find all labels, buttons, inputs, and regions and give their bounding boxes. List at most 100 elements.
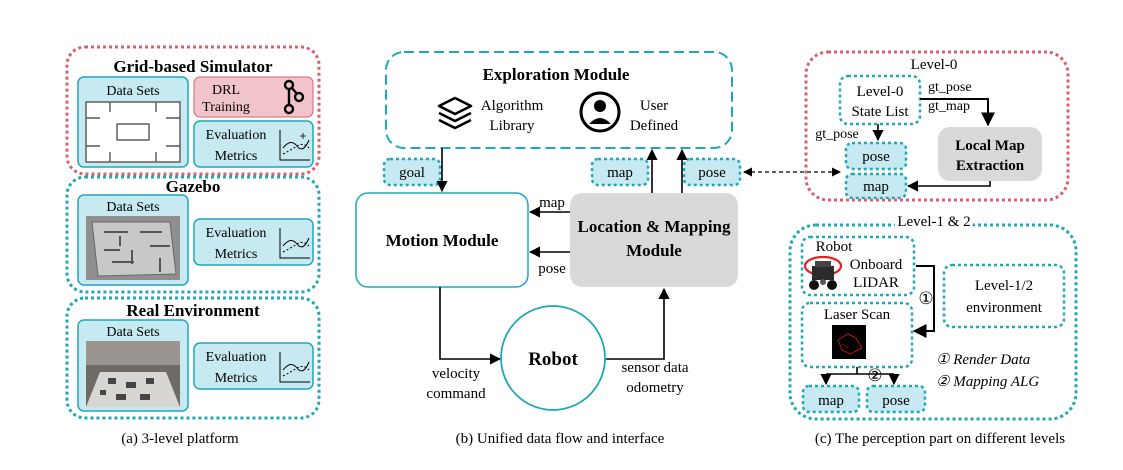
algo-line1: Algorithm <box>481 98 544 114</box>
network-icon <box>283 79 305 115</box>
env-line2: environment <box>966 300 1043 316</box>
state-line1: Level-0 <box>857 84 904 100</box>
pose-tag <box>682 157 742 187</box>
state-line2: State List <box>851 104 909 120</box>
arrow-pose-label: pose <box>538 261 566 277</box>
grid-eval-line2: Metrics <box>215 149 258 164</box>
goal-tag <box>382 157 442 187</box>
gazebo-eval-box <box>193 218 314 266</box>
level0-frame <box>804 50 1070 202</box>
gt-pose-left-label: gt_pose <box>815 127 859 142</box>
level0-title: Level-0 <box>911 57 958 73</box>
velocity-line2: command <box>426 386 486 402</box>
level12-robot-label: Robot <box>816 239 854 255</box>
metrics-chart-icon <box>279 130 310 161</box>
level12-map-label: map <box>818 393 844 409</box>
onboard-line2: LIDAR <box>853 275 899 291</box>
level0-pose-tag <box>844 141 908 171</box>
real-eval-box <box>193 342 314 390</box>
gt-arrow-to-lme <box>920 98 995 127</box>
gt-map-label: gt_map <box>928 99 970 114</box>
level0-pose-label: pose <box>862 149 890 165</box>
laser-scan-image <box>832 325 866 359</box>
real-room-photo <box>86 341 180 407</box>
gazebo-eval-line2: Metrics <box>215 247 258 262</box>
metrics-chart-icon-3 <box>279 352 310 383</box>
metrics-chart-icon-2 <box>279 228 310 259</box>
gt-pose-top-label: gt_pose <box>928 80 972 95</box>
exploration-title: Exploration Module <box>483 65 630 84</box>
sensor-line1: sensor data <box>621 360 688 376</box>
map-tag-label: map <box>607 165 633 181</box>
drl-line1: DRL <box>212 83 240 98</box>
level0-map-label: map <box>863 179 889 195</box>
real-env-title: Real Environment <box>126 301 260 320</box>
lme-line1: Local Map <box>955 138 1025 154</box>
robot-node <box>500 305 606 411</box>
local-map-extraction-box <box>938 127 1042 181</box>
panel-a: Grid-based Simulator Data Sets DRL Train… <box>65 45 321 447</box>
velocity-line1: velocity <box>432 366 481 382</box>
robot-image <box>803 255 843 290</box>
sensor-line2: odometry <box>626 380 684 396</box>
step-2-marker: ② <box>867 366 882 385</box>
grid-map-thumbnail <box>85 101 181 163</box>
level12-environment-box <box>942 263 1066 329</box>
panel-c: Level-0 Level-0 State List gt_pose gt_ma… <box>788 50 1078 447</box>
grid-sim-frame <box>65 45 321 176</box>
layers-icon <box>437 96 473 130</box>
step-1-marker: ① <box>918 289 933 308</box>
user-icon <box>579 91 621 133</box>
drl-training-box <box>193 76 314 118</box>
drl-line2: Training <box>202 100 250 115</box>
location-mapping-box <box>570 193 738 287</box>
real-datasets-label: Data Sets <box>106 325 159 340</box>
sensor-arrow <box>606 287 670 360</box>
goal-label: goal <box>399 165 425 181</box>
velocity-arrow <box>439 287 502 365</box>
level0-map-tag <box>844 172 908 200</box>
pose-tag-label: pose <box>698 165 726 181</box>
panel-b: Exploration Module Algorithm Library Use… <box>355 51 742 447</box>
grid-eval-box <box>193 120 314 168</box>
level12-pose-tag <box>865 384 927 414</box>
algo-line2: Library <box>490 118 535 134</box>
render-data-arrow <box>912 265 935 338</box>
lme-line2: Extraction <box>956 158 1025 174</box>
arrow-map-label: map <box>539 195 565 211</box>
motion-module-label: Motion Module <box>386 231 499 250</box>
level12-pose-label: pose <box>882 393 910 409</box>
loc-line2: Module <box>626 241 682 260</box>
grid-eval-line1: Evaluation <box>206 128 267 143</box>
caption-b: (b) Unified data flow and interface <box>456 431 665 447</box>
loc-line1: Location & Mapping <box>577 217 731 236</box>
env-line1: Level-1/2 <box>975 278 1033 294</box>
legend-mapping-alg: ② Mapping ALG <box>936 374 1039 390</box>
level12-map-tag <box>801 384 861 414</box>
legend-render-data: ① Render Data <box>936 352 1030 368</box>
laser-scan-label: Laser Scan <box>824 307 891 323</box>
gazebo-frame <box>65 175 321 294</box>
grid-sim-title: Grid-based Simulator <box>113 57 273 76</box>
level12-title: Level-1 & 2 <box>897 214 970 230</box>
real-env-frame <box>65 296 321 420</box>
real-eval-line2: Metrics <box>215 371 258 386</box>
onboard-line1: Onboard <box>850 257 903 273</box>
motion-module-box <box>355 192 529 288</box>
caption-a: (a) 3-level platform <box>121 431 239 447</box>
real-eval-line1: Evaluation <box>206 350 267 365</box>
lme-to-map-arrow <box>906 180 991 192</box>
gazebo-world-thumbnail <box>86 216 180 280</box>
gazebo-datasets-label: Data Sets <box>106 200 159 215</box>
exploration-module-box <box>385 51 733 149</box>
level12-frame <box>788 223 1078 421</box>
user-line2: Defined <box>630 118 679 134</box>
map-tag <box>590 157 650 187</box>
user-line1: User <box>640 98 668 114</box>
robot-label: Robot <box>528 349 578 370</box>
caption-c: (c) The perception part on different lev… <box>815 431 1065 447</box>
gazebo-eval-line1: Evaluation <box>206 226 267 241</box>
gazebo-title: Gazebo <box>166 177 221 196</box>
grid-datasets-label: Data Sets <box>106 84 159 99</box>
